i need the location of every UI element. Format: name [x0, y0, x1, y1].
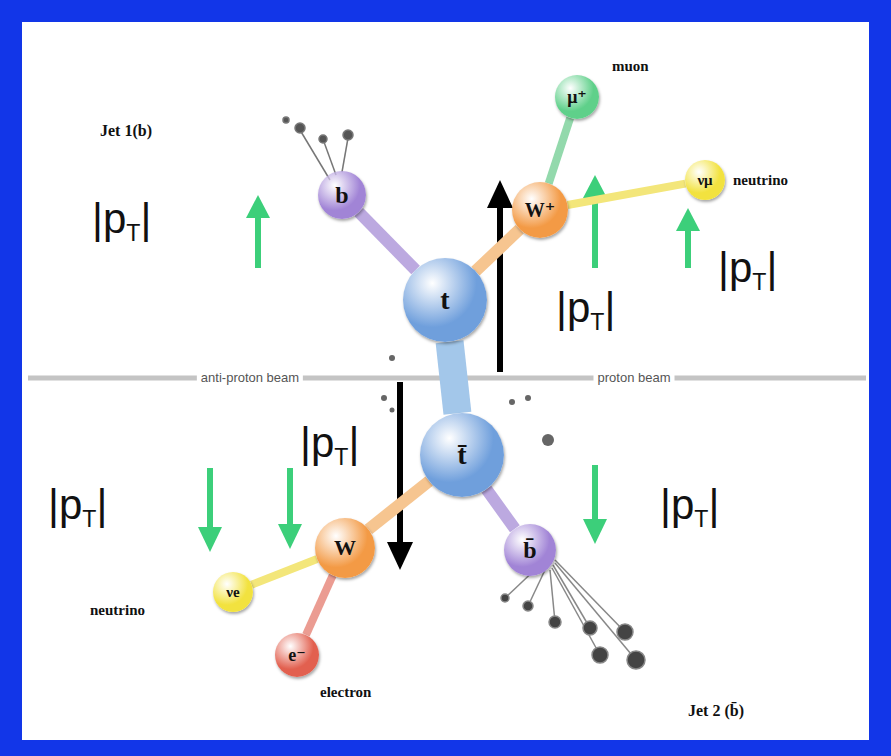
particle-symbol: b: [335, 183, 348, 207]
black-arrow-head: [387, 542, 413, 570]
particle-name: electron: [320, 684, 371, 701]
jet-track: [555, 563, 636, 660]
subscript: T: [752, 269, 766, 295]
debris-dot: [283, 117, 289, 123]
green-arrow-head: [278, 524, 302, 549]
particle-symbol: νμ: [697, 173, 712, 188]
decay-link: [475, 229, 519, 271]
debris-dot: [509, 399, 515, 405]
jet-2-debris: [501, 560, 645, 669]
momentum-label: |pT|: [92, 196, 151, 242]
decay-link: [486, 489, 514, 529]
jet-track: [552, 568, 600, 655]
particle-symbol: νe: [226, 585, 239, 600]
jet-track: [300, 130, 330, 180]
particle-circle: t: [403, 258, 487, 342]
particle-symbol: b̄: [523, 538, 536, 562]
debris-dot: [549, 616, 561, 628]
particle-symbol: μ⁺: [567, 88, 587, 106]
subscript: T: [82, 506, 96, 532]
debris-dot: [592, 647, 608, 663]
particle-circle: b: [318, 171, 366, 219]
black-arrow-head: [487, 180, 513, 208]
debris-dot: [389, 355, 395, 361]
momentum-label: |pT|: [300, 420, 359, 466]
green-arrow-shaft: [685, 228, 691, 268]
debris-dot: [627, 651, 645, 669]
debris-dot: [319, 135, 327, 143]
decay-link: [306, 575, 333, 635]
particle-circle: W: [315, 518, 375, 578]
decay-link: [252, 559, 317, 585]
decay-link: [368, 481, 429, 529]
debris-dot: [523, 601, 533, 611]
decay-link: [549, 118, 570, 183]
subscript: T: [126, 220, 140, 246]
particle-circle: e⁻: [275, 633, 319, 677]
green-arrow-shaft: [255, 215, 261, 268]
momentum-label: |pT|: [660, 482, 719, 528]
particle-circle: t̄: [420, 413, 504, 497]
debris-dot: [390, 408, 395, 413]
green-arrow-head: [246, 195, 270, 218]
beam-label: proton beam: [594, 371, 675, 385]
green-arrow-head: [198, 527, 222, 552]
particle-symbol: W: [334, 537, 356, 559]
jet-track: [550, 570, 555, 622]
debris-dot: [617, 624, 633, 640]
particle-circle: μ⁺: [555, 75, 599, 119]
decay-link: [450, 342, 458, 414]
momentum-label: |pT|: [556, 285, 615, 331]
green-arrow-head: [676, 208, 700, 231]
particle-name: neutrino: [733, 172, 788, 189]
debris-dot: [525, 395, 531, 401]
decay-link: [359, 212, 416, 270]
jet-label: Jet 2 (b̄): [688, 702, 744, 720]
debris-dot: [583, 621, 597, 635]
subscript: T: [590, 309, 604, 335]
green-arrow-shaft: [207, 468, 213, 530]
green-arrow-shaft: [592, 465, 598, 522]
particle-symbol: e⁻: [288, 646, 306, 664]
black-arrow-shaft: [497, 205, 503, 372]
debris-dot: [381, 395, 387, 401]
particle-circle: νμ: [685, 160, 725, 200]
debris-dot: [501, 594, 509, 602]
particle-symbol: t: [440, 286, 449, 314]
particle-circle: b̄: [504, 524, 556, 576]
black-arrow-shaft: [397, 382, 403, 545]
particle-name: neutrino: [90, 602, 145, 619]
green-arrow-shaft: [287, 468, 293, 527]
jet-label: Jet 1(b): [100, 122, 152, 140]
jet-track: [324, 142, 336, 175]
decay-link: [568, 184, 686, 205]
momentum-label: |pT|: [48, 482, 107, 528]
debris-dot: [295, 123, 305, 133]
particle-symbol: t̄: [457, 441, 466, 469]
particle-circle: W⁺: [512, 182, 568, 238]
momentum-label: |pT|: [718, 245, 777, 291]
particle-circle: νe: [213, 572, 253, 612]
jet-track: [342, 138, 348, 172]
subscript: T: [694, 506, 708, 532]
particle-name: muon: [612, 58, 649, 75]
green-arrow-shaft: [592, 195, 598, 268]
beam-label: anti-proton beam: [197, 371, 303, 385]
green-arrow-head: [583, 519, 607, 544]
debris-dot: [542, 434, 554, 446]
subscript: T: [334, 444, 348, 470]
particle-symbol: W⁺: [525, 200, 556, 220]
debris-dot: [343, 130, 353, 140]
